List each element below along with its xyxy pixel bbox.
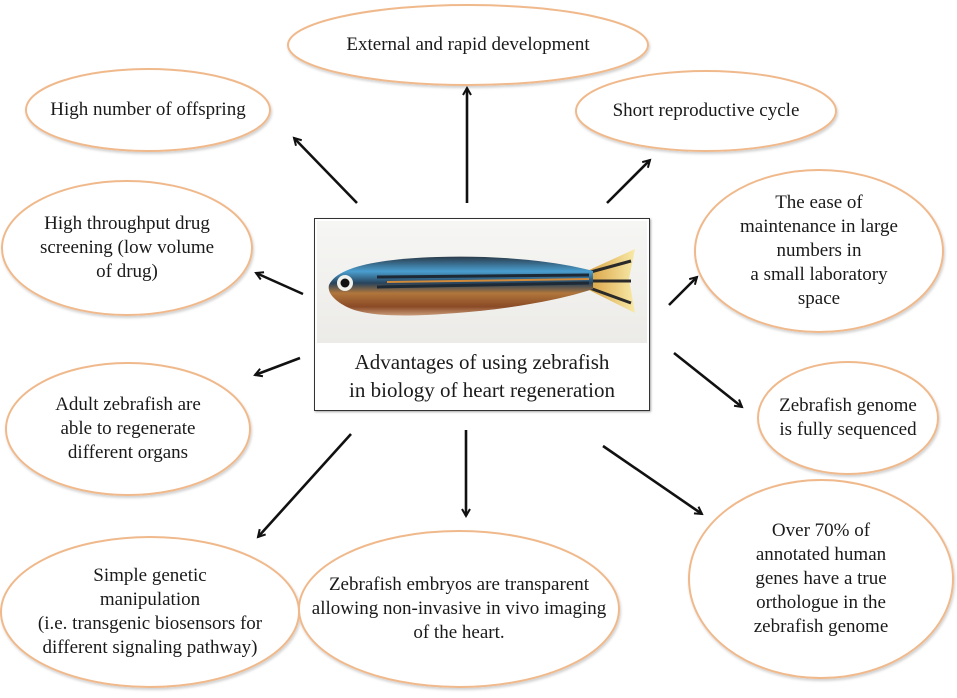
arrow-to-human-orthologues (602, 444, 702, 514)
node-transparent-embryos: Zebrafish embryos are transparent allowi… (311, 574, 607, 643)
ellipse-external-development (287, 4, 649, 86)
node-ease-maintenance: The ease of maintenance in large numbers… (740, 192, 898, 309)
ellipse-short-cycle (575, 70, 837, 152)
ellipse-transparent-embryos (298, 530, 620, 688)
node-human-orthologues: Over 70% of annotated human genes have a… (753, 520, 889, 637)
ellipse-genome-sequenced (757, 361, 939, 475)
center-box: Advantages of using zebrafish in biology… (314, 218, 650, 411)
node-drug-screening: High throughput drug screening (low volu… (39, 213, 215, 282)
arrow-to-ease-maintenance (668, 277, 697, 306)
node-regenerate-organs: Adult zebrafish are able to regenerate d… (55, 394, 201, 463)
arrow-to-high-offspring (294, 138, 358, 204)
arrow-to-drug-screening (256, 273, 304, 296)
zebrafish-photo (317, 221, 647, 343)
ellipse-drug-screening (1, 180, 253, 316)
ellipse-ease-maintenance (694, 169, 944, 333)
zebrafish-icon (328, 249, 635, 316)
ellipse-human-orthologues (688, 479, 954, 679)
arrow-to-genome-sequenced (673, 351, 742, 407)
node-short-cycle: Short reproductive cycle (612, 100, 800, 121)
node-genetic-manipulation: Simple genetic manipulation (i.e. transg… (37, 565, 263, 658)
center-title: Advantages of using zebrafish in biology… (349, 350, 615, 402)
arrow-to-short-cycle (606, 160, 650, 204)
node-external-development: External and rapid development (346, 34, 590, 55)
arrow-to-genetic-manipulation (258, 433, 352, 537)
ellipse-regenerate-organs (5, 362, 251, 496)
ellipse-high-offspring (25, 68, 271, 152)
node-genome-sequenced: Zebrafish genome is fully sequenced (779, 395, 917, 440)
node-high-offspring: High number of offspring (50, 99, 246, 120)
arrow-to-regenerate-organs (255, 356, 301, 375)
